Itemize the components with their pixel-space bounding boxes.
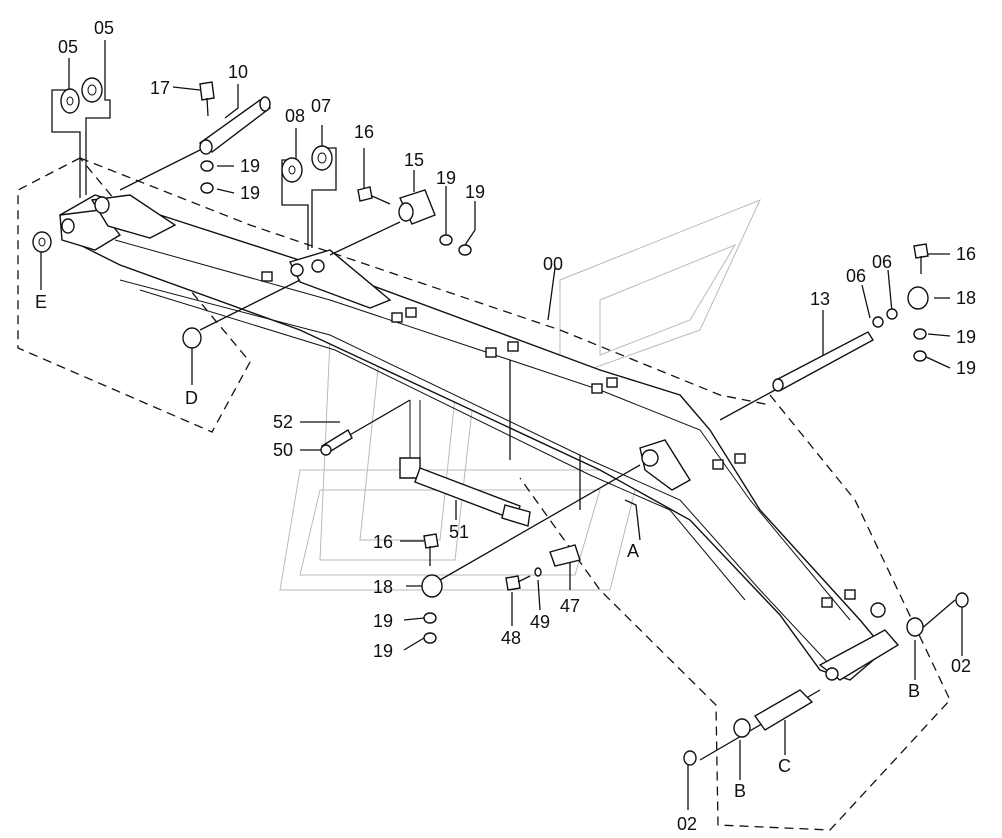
label-19-d: 19 xyxy=(465,182,485,202)
label-05-right: 05 xyxy=(94,18,114,38)
parts xyxy=(32,77,969,766)
label-06-b: 06 xyxy=(872,252,892,272)
label-48: 48 xyxy=(501,628,521,648)
label-19-g: 19 xyxy=(373,611,393,631)
callout-labels: 05 05 17 10 08 07 19 19 16 15 19 19 00 1… xyxy=(35,18,976,834)
label-A: A xyxy=(627,541,639,561)
label-51: 51 xyxy=(449,522,469,542)
left-dashed-group xyxy=(17,157,251,433)
label-02-right: 02 xyxy=(951,656,971,676)
label-16-mid: 16 xyxy=(373,532,393,552)
label-C: C xyxy=(778,756,791,776)
label-19-e: 19 xyxy=(956,327,976,347)
label-02-bottom: 02 xyxy=(677,814,697,834)
leader-lines xyxy=(40,40,963,810)
label-50: 50 xyxy=(273,440,293,460)
label-07: 07 xyxy=(311,96,331,116)
label-E: E xyxy=(35,292,47,312)
label-08: 08 xyxy=(285,106,305,126)
label-16-top: 16 xyxy=(354,122,374,142)
label-15: 15 xyxy=(404,150,424,170)
label-16-right: 16 xyxy=(956,244,976,264)
label-19-f: 19 xyxy=(956,358,976,378)
label-06-a: 06 xyxy=(846,266,866,286)
label-19-a: 19 xyxy=(240,156,260,176)
label-05-left: 05 xyxy=(58,37,78,57)
label-17: 17 xyxy=(150,78,170,98)
label-47: 47 xyxy=(560,596,580,616)
label-52: 52 xyxy=(273,412,293,432)
label-13: 13 xyxy=(810,289,830,309)
label-18-mid: 18 xyxy=(373,577,393,597)
label-B-bottom: B xyxy=(734,781,746,801)
boom-dashed-group xyxy=(79,157,771,406)
label-49: 49 xyxy=(530,612,550,632)
label-B-right: B xyxy=(908,681,920,701)
label-19-h: 19 xyxy=(373,641,393,661)
label-19-b: 19 xyxy=(240,183,260,203)
grease-cylinder-51 xyxy=(399,400,531,527)
right-dashed-group xyxy=(519,394,951,831)
label-18-right: 18 xyxy=(956,288,976,308)
label-00: 00 xyxy=(543,254,563,274)
label-10: 10 xyxy=(228,62,248,82)
boom-brackets xyxy=(261,271,856,608)
boom-body xyxy=(59,194,900,681)
label-D: D xyxy=(185,388,198,408)
label-19-c: 19 xyxy=(436,168,456,188)
